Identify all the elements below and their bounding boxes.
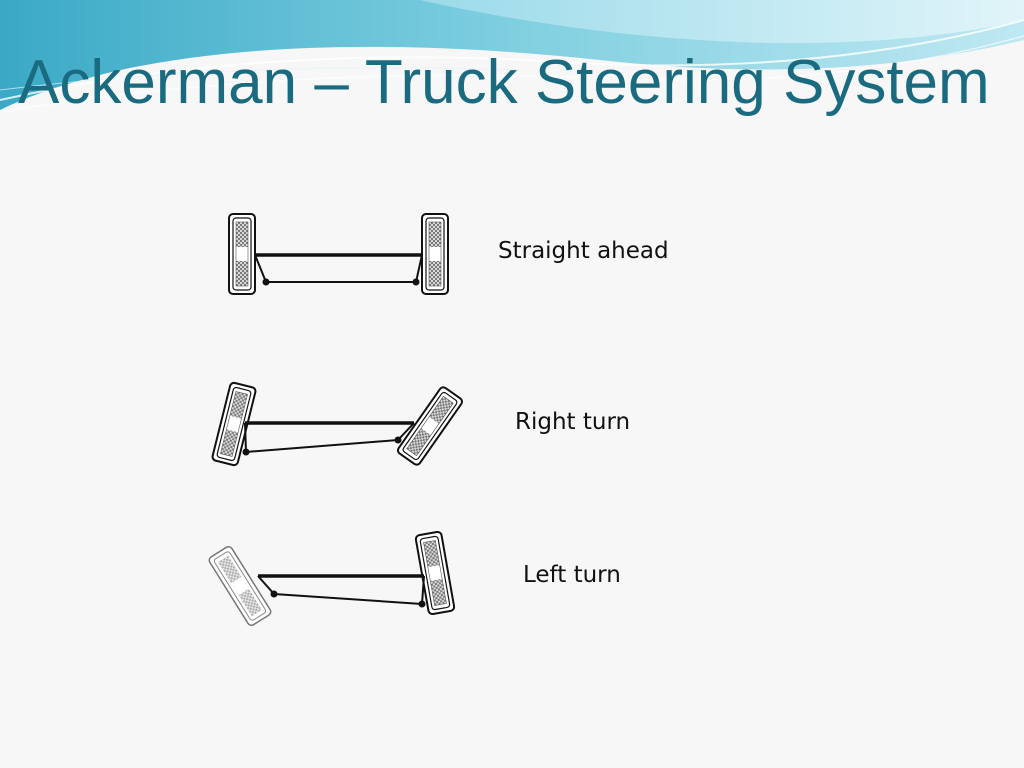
right-turn-assembly — [212, 382, 464, 466]
straight-ahead-assembly — [229, 214, 448, 294]
wave-line-1 — [0, 19, 1024, 101]
steering-arm-right — [421, 575, 425, 605]
tie-rod — [273, 593, 423, 605]
tie-rod-joint — [242, 448, 250, 456]
left-tire-icon — [229, 214, 255, 294]
left-tire-icon — [208, 545, 272, 627]
wave-line-2 — [0, 35, 1024, 113]
tie-rod-joint — [418, 600, 426, 608]
caption-right-turn: Right turn — [515, 409, 631, 435]
left-turn-assembly — [208, 531, 455, 626]
caption-left-turn: Left turn — [523, 562, 621, 588]
wave-front — [420, 0, 1024, 44]
tie-rod-joint — [412, 278, 420, 286]
slide-title: Ackerman – Truck Steering System — [18, 48, 990, 117]
tie-rod-joint — [270, 590, 278, 598]
steering-arm-left — [257, 575, 275, 595]
steering-arm-right — [397, 422, 415, 441]
tie-rod — [245, 439, 399, 453]
tie-rod-joint — [262, 278, 270, 286]
steering-arm-right — [415, 254, 423, 283]
right-tire-icon — [422, 214, 448, 294]
header-wave-decoration — [0, 0, 1024, 113]
wave-line-3 — [0, 67, 521, 91]
steering-arm-left — [244, 422, 247, 453]
right-tire-icon — [396, 386, 463, 466]
steering-arm-left — [254, 254, 267, 283]
tie-rod-joint — [394, 436, 402, 444]
caption-straight-ahead: Straight ahead — [498, 238, 669, 264]
